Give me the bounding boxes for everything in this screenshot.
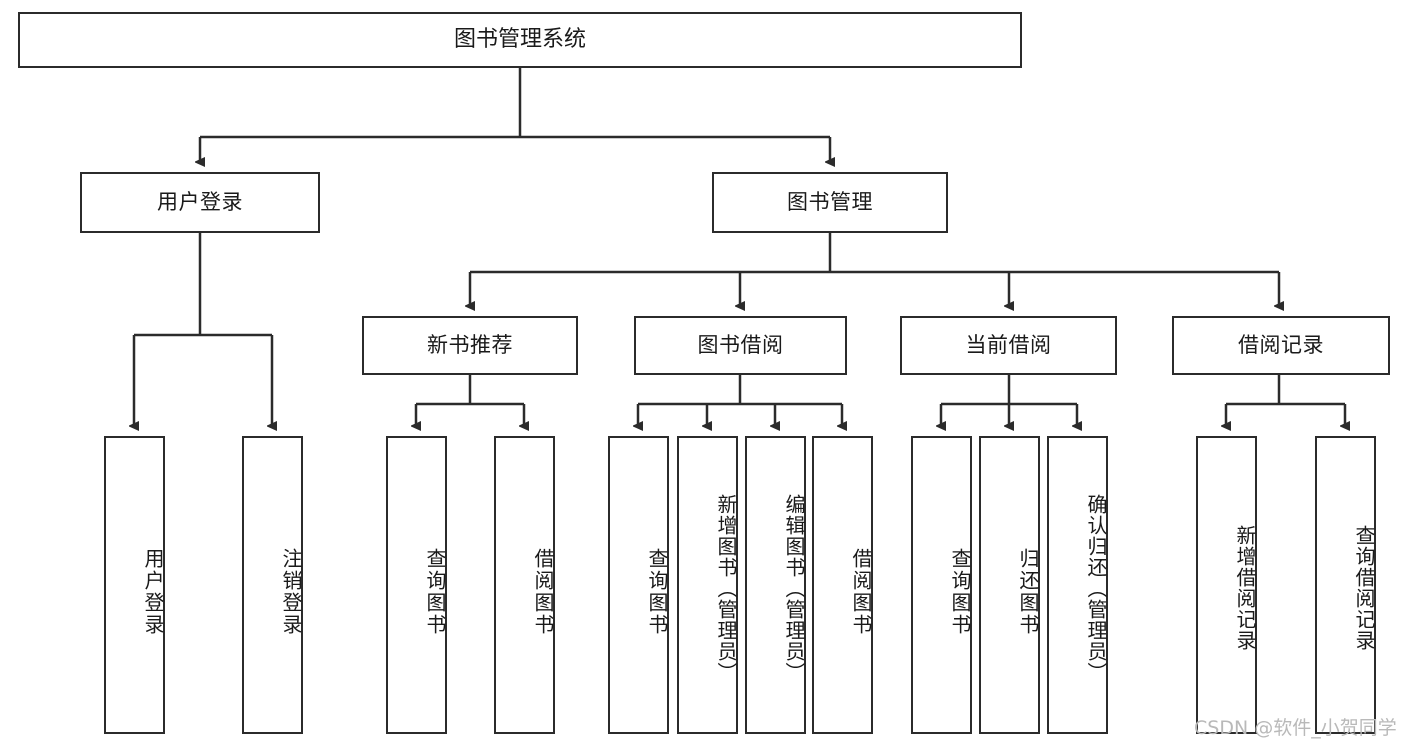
node-borrow-record[interactable]: 借阅记录 [1172, 316, 1390, 375]
node-leaf-borrow-book-recommend[interactable]: 借阅图书 [494, 436, 555, 734]
node-label: 借阅图书 [531, 548, 555, 636]
node-label: 借阅图书 [849, 548, 873, 636]
node-label: 查询图书 [948, 548, 972, 636]
node-label: 新书推荐 [427, 333, 513, 358]
node-label: 注销登录 [279, 548, 303, 636]
node-leaf-query-book-recommend[interactable]: 查询图书 [386, 436, 447, 734]
node-label: 新增图书（管理员） [714, 493, 738, 683]
node-leaf-query-book[interactable]: 查询图书 [608, 436, 669, 734]
node-label: 图书借阅 [697, 333, 784, 358]
node-leaf-add-book-admin[interactable]: 新增图书（管理员） [677, 436, 738, 734]
node-label: 图书管理 [787, 190, 873, 215]
node-label: 当前借阅 [965, 333, 1052, 358]
node-label: 图书管理系统 [453, 27, 586, 53]
node-leaf-return-book[interactable]: 归还图书 [979, 436, 1040, 734]
node-leaf-query-book-current[interactable]: 查询图书 [911, 436, 972, 734]
node-leaf-add-borrow-record[interactable]: 新增借阅记录 [1196, 436, 1257, 734]
node-label: 借阅记录 [1238, 333, 1324, 358]
node-label: 查询图书 [645, 548, 669, 636]
node-user-login[interactable]: 用户登录 [80, 172, 320, 233]
node-label: 用户登录 [141, 548, 165, 636]
node-leaf-borrow-book[interactable]: 借阅图书 [812, 436, 873, 734]
node-label: 查询借阅记录 [1352, 525, 1376, 651]
node-label: 新增借阅记录 [1233, 525, 1257, 651]
node-leaf-edit-book-admin[interactable]: 编辑图书（管理员） [745, 436, 806, 734]
node-label: 查询图书 [423, 548, 447, 636]
node-root-system[interactable]: 图书管理系统 [18, 12, 1022, 68]
node-label: 归还图书 [1016, 548, 1040, 636]
node-new-book-recommend[interactable]: 新书推荐 [362, 316, 578, 375]
watermark: CSDN @软件_小贺同学 [1194, 717, 1397, 739]
node-label: 编辑图书（管理员） [782, 493, 806, 683]
node-book-management[interactable]: 图书管理 [712, 172, 948, 233]
node-book-borrow[interactable]: 图书借阅 [634, 316, 847, 375]
node-leaf-logout[interactable]: 注销登录 [242, 436, 303, 734]
node-leaf-user-login[interactable]: 用户登录 [104, 436, 165, 734]
node-leaf-confirm-return-admin[interactable]: 确认归还（管理员） [1047, 436, 1108, 734]
node-label: 用户登录 [157, 190, 243, 215]
node-leaf-query-borrow-record[interactable]: 查询借阅记录 [1315, 436, 1376, 734]
node-label: 确认归还（管理员） [1084, 493, 1108, 683]
node-current-borrow[interactable]: 当前借阅 [900, 316, 1117, 375]
